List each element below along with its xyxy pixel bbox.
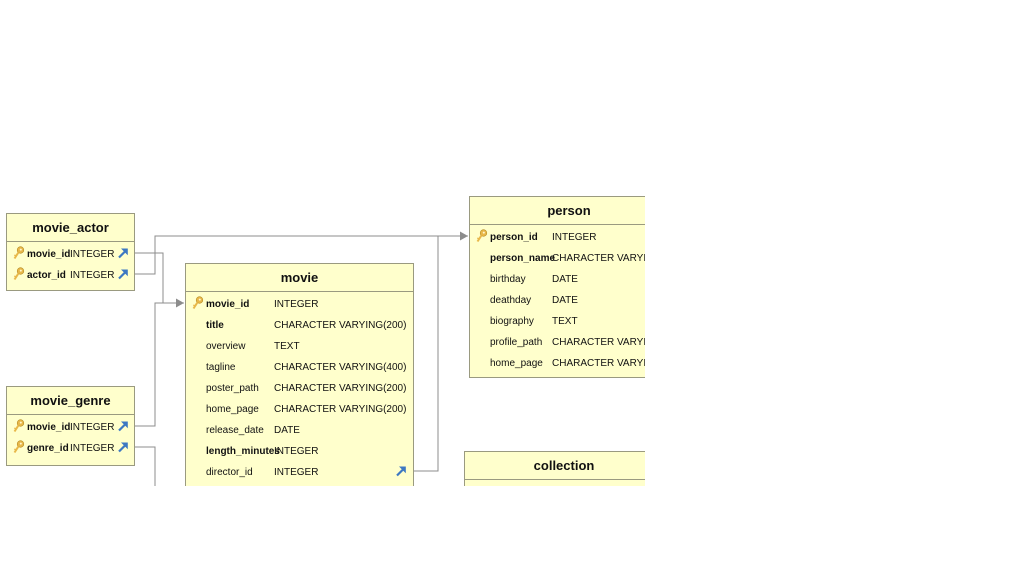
column-row[interactable]: overview TEXT [186,336,413,357]
primary-key-icon [13,246,25,260]
column-row[interactable]: release_date DATE [186,420,413,441]
column-name: movie_id [206,299,250,310]
column-name: movie_id [27,422,71,433]
foreign-key-icon [395,465,407,477]
relationship-line [414,236,439,472]
relationship-lines [135,231,468,486]
column-name: overview [206,341,246,352]
column-row[interactable]: tagline CHARACTER VARYING(400) [186,357,413,378]
column-type: INTEGER [274,299,319,310]
table-title[interactable]: person [470,197,645,225]
column-type: DATE [274,425,300,436]
relationship-line [135,446,156,486]
column-type: INTEGER [70,270,115,281]
column-name: deathday [490,295,532,306]
relationship-line [135,252,184,304]
table-title[interactable]: movie_genre [7,387,134,415]
column-type: CHARACTER VARYING(200) [274,320,407,331]
column-name: profile_path [490,337,543,348]
column-name: home_page [490,358,543,369]
column-type: CHARACTER VARYING( [552,253,645,264]
column-type: CHARACTER VARYING(400) [274,362,407,373]
primary-key-icon [13,267,25,281]
primary-key-icon [13,419,25,433]
column-type: INTEGER [70,249,115,260]
column-row[interactable]: actor_id INTEGER [7,265,134,286]
column-row[interactable]: person_id INTEGER [470,227,645,248]
table-collection[interactable]: collection [464,451,645,486]
column-row[interactable]: movie_id INTEGER [186,294,413,315]
primary-key-icon [476,229,488,243]
column-type: CHARACTER VARYING(200) [274,383,407,394]
table-title[interactable]: movie [186,264,413,292]
column-name: person_name [490,253,556,264]
column-row[interactable]: poster_path CHARACTER VARYING(200) [186,378,413,399]
relationship-arrow [176,298,184,308]
column-name: movie_id [27,249,71,260]
column-name: poster_path [206,383,259,394]
table-title[interactable]: collection [465,452,645,480]
foreign-key-icon [117,247,129,259]
column-type: INTEGER [274,467,319,478]
column-row[interactable]: biography TEXT [470,311,645,332]
relationship-line [135,235,468,275]
column-name: biography [490,316,534,327]
column-type: TEXT [274,341,300,352]
column-type: INTEGER [70,443,115,454]
column-type: INTEGER [70,422,115,433]
column-type: CHARACTER VARYING(200) [274,404,407,415]
column-row[interactable]: home_page CHARACTER VARYING(200) [186,399,413,420]
column-row[interactable]: profile_path CHARACTER VARYING( [470,332,645,353]
column-list [465,480,645,482]
column-row[interactable]: home_page CHARACTER VARYING( [470,353,645,374]
column-name: title [206,320,224,331]
primary-key-icon [192,296,204,310]
column-row[interactable]: director_id INTEGER [186,462,413,483]
column-name: length_minutes [206,446,280,457]
column-name: director_id [206,467,253,478]
column-type: TEXT [552,316,578,327]
column-type: CHARACTER VARYING( [552,337,645,348]
column-name: home_page [206,404,259,415]
primary-key-icon [13,440,25,454]
column-name: person_id [490,232,538,243]
column-row[interactable]: title CHARACTER VARYING(200) [186,315,413,336]
column-row[interactable]: deathday DATE [470,290,645,311]
column-row[interactable]: birthday DATE [470,269,645,290]
foreign-key-icon [117,420,129,432]
foreign-key-icon [117,268,129,280]
foreign-key-icon [117,441,129,453]
relationship-arrow [460,231,468,241]
column-type: INTEGER [552,232,597,243]
column-name: tagline [206,362,236,373]
column-name: birthday [490,274,526,285]
column-name: release_date [206,425,264,436]
column-name: actor_id [27,270,66,281]
column-type: INTEGER [274,446,319,457]
column-type: DATE [552,295,578,306]
table-title[interactable]: movie_actor [7,214,134,242]
relationship-line [135,302,184,427]
column-type: DATE [552,274,578,285]
column-name: genre_id [27,443,69,454]
column-type: CHARACTER VARYING( [552,358,645,369]
